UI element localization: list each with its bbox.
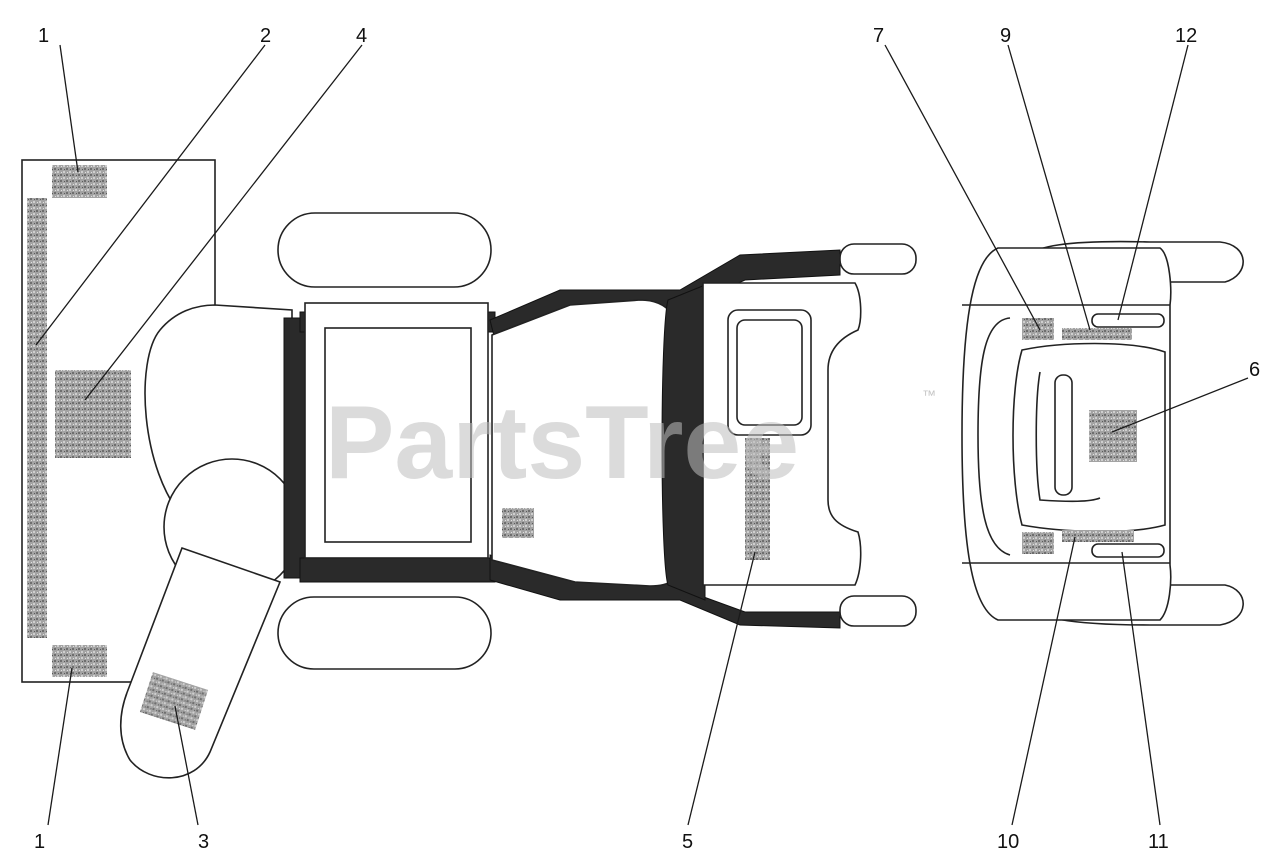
- callout-6: 6: [1249, 359, 1260, 381]
- decal-1-top: [52, 165, 107, 198]
- callout-1-bottom: 1: [34, 831, 45, 853]
- callout-11: 11: [1148, 831, 1169, 853]
- decal-10b: [1062, 530, 1134, 542]
- callout-4: 4: [356, 25, 367, 47]
- decal-6: [1089, 410, 1137, 462]
- decal-1-bottom: [52, 645, 107, 677]
- decal-9: [1062, 328, 1132, 340]
- watermark: PartsTree: [325, 385, 799, 501]
- callout-7: 7: [873, 25, 884, 47]
- callout-1-top: 1: [38, 25, 49, 47]
- decal-5: [745, 438, 770, 560]
- decal-strip-2: [27, 198, 47, 638]
- callout-3: 3: [198, 831, 209, 853]
- trademark-symbol: ™: [922, 387, 936, 403]
- decal-7: [1022, 318, 1054, 340]
- control-panel: [961, 240, 1244, 626]
- callout-5: 5: [682, 831, 693, 853]
- engine-frame: [277, 212, 917, 670]
- callout-9: 9: [1000, 25, 1011, 47]
- decal-small-center: [502, 508, 534, 538]
- decal-4: [55, 370, 131, 458]
- decal-10: [1022, 532, 1054, 554]
- discharge-chute: [119, 304, 301, 779]
- callout-labels: 1 2 4 1 3 5 7 9 12 6 10 11: [34, 25, 1260, 853]
- callout-12: 12: [1175, 25, 1197, 47]
- decal-3: [139, 672, 209, 730]
- callout-2: 2: [260, 25, 271, 47]
- callout-10: 10: [997, 831, 1019, 853]
- leader-lines: [35, 44, 1249, 826]
